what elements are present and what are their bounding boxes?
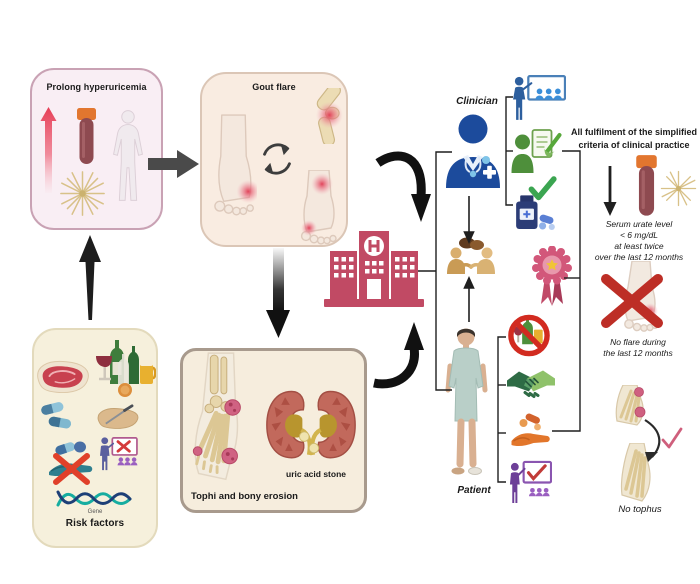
criteria-title: All fulfilment of the simplified criteri… [571, 127, 697, 150]
clinician-label: Clinician [456, 96, 498, 107]
hyperuricemia-box: Prolong hyperuricemia [30, 68, 163, 230]
education-gap-icon [100, 437, 138, 471]
tophus-foot-icon [615, 385, 646, 426]
care-plan-icon [511, 129, 562, 173]
no-tophus-note: No tophus [618, 504, 662, 515]
serum-urate-note: Serum urate level < 6 mg/dL at least twi… [594, 219, 684, 263]
inflamed-foot-icon [214, 114, 257, 216]
conversation-icon [447, 237, 495, 274]
hospital-icon [324, 231, 424, 307]
patient-label: Patient [457, 485, 491, 496]
medication-check-icon [516, 176, 557, 230]
foot-skeleton-tophi-icon [192, 352, 241, 481]
uric-acid-stone-label: uric acid stone [286, 469, 346, 479]
risk-factors-title: Risk factors [65, 518, 125, 529]
urate-crystal-icon [60, 171, 105, 216]
serum-tube-icon [636, 155, 657, 216]
gout-flare-title: Gout flare [252, 82, 296, 92]
inflamed-knee-icon [315, 88, 343, 144]
patient-icon [445, 328, 488, 475]
rising-level-arrow-icon [40, 107, 57, 193]
human-body-icon [113, 110, 143, 201]
hyperuricemia-title: Prolong hyperuricemia [46, 82, 147, 92]
recurrence-cycle-icon [263, 143, 291, 175]
handshake-icon [507, 370, 555, 398]
organ-meat-icon [97, 404, 139, 429]
blood-tube-icon [77, 108, 96, 164]
kidneys-stone-icon [266, 390, 356, 459]
award-ribbon-icon [532, 246, 572, 306]
alcohol-drinks-icon [96, 340, 156, 397]
patient-education-icon [513, 75, 566, 120]
urate-crystal-icon [660, 170, 697, 207]
inflamed-foot-icon [300, 170, 337, 245]
healed-foot-icon [620, 443, 651, 502]
gene-label: Gene [87, 509, 103, 515]
drugs-crossed-icon [49, 441, 93, 485]
no-flare-note: No flare during the last 12 months [603, 337, 673, 359]
red-meat-icon [37, 361, 89, 394]
training-check-icon [509, 460, 552, 504]
no-alcohol-icon [508, 314, 550, 357]
clinician-icon [446, 114, 500, 188]
pills-icon [41, 402, 72, 429]
gene-dna-icon [56, 490, 132, 507]
risk-factors-box: Gene Risk factors [32, 328, 158, 548]
gout-flare-box: Gout flare [200, 72, 348, 247]
tophi-title: Tophi and bony erosion [191, 491, 298, 502]
medication-adherence-icon [511, 413, 550, 447]
no-flare-foot-icon [624, 261, 659, 332]
tophi-box: uric acid stone Tophi and bony erosion [180, 348, 367, 513]
